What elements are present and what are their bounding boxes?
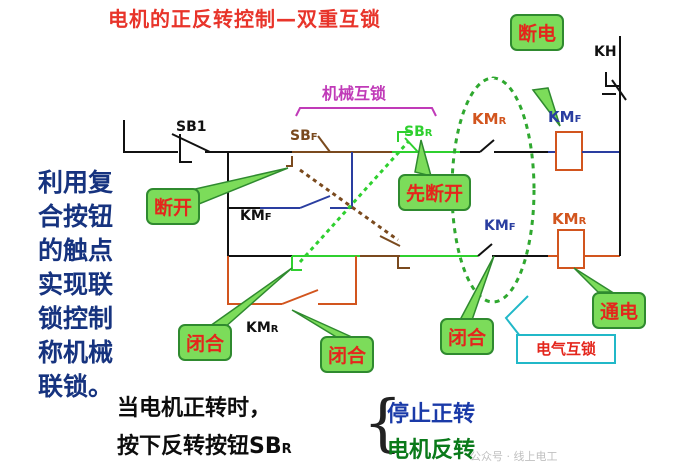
sbf-bottom-actuator	[397, 256, 410, 269]
label-kmr-top-sub: R	[498, 116, 507, 127]
callout-tongdian: 通电	[592, 292, 647, 329]
callout-duankai: 断开	[146, 188, 201, 225]
mech-link-sbf	[299, 168, 399, 242]
label-kmr-top: KMR	[472, 110, 506, 128]
result-stop-forward: 停止正转	[387, 402, 476, 427]
label-sbf: SBF	[290, 128, 318, 144]
side-line: 利用复	[38, 168, 114, 197]
pointer-bihe-right	[458, 255, 495, 321]
side-line: 的触点	[38, 236, 114, 265]
label-sbr: SBR	[404, 124, 432, 140]
label-kmf-coil: KMF	[548, 108, 581, 126]
kh-symbol	[605, 72, 620, 87]
label-kmr-coil: KMR	[552, 210, 586, 228]
watermark: 公众号 · 线上电工	[470, 450, 558, 463]
label-sb1: SB1	[176, 119, 207, 135]
side-line: 合按钮	[38, 202, 114, 231]
pointer-tongdian	[573, 267, 615, 293]
label-sbf-main: SB	[290, 128, 311, 144]
callout-duandian: 断电	[510, 14, 565, 51]
callout-bihe-left: 闭合	[178, 324, 233, 361]
side-line: 锁控制	[38, 304, 114, 333]
kmf-coil	[555, 131, 583, 171]
kmf-nc-contact	[477, 243, 493, 257]
sbr-bottom-actuator	[291, 256, 302, 271]
label-kmf-coil-sub: F	[574, 114, 582, 125]
kmf-hold-contact	[299, 195, 331, 209]
pointer-duandian	[531, 87, 561, 127]
mech-link-sbr	[298, 140, 410, 264]
callout-bihe-mid: 闭合	[320, 336, 375, 373]
sbr-top-contact	[404, 137, 419, 153]
sb1-actuator	[179, 134, 192, 163]
sbf-switch	[317, 135, 331, 153]
label-kmr-coil-sub: R	[578, 216, 587, 227]
callout-bihe-right: 闭合	[440, 318, 495, 355]
label-sbr-sub: R	[424, 128, 433, 139]
pointer-xianduankai	[414, 139, 433, 178]
explanation-line2: 按下反转按钮SBR	[117, 428, 292, 460]
label-kmr-coil-main: KM	[552, 210, 579, 228]
label-kmr-top-main: KM	[472, 110, 499, 128]
wire-kmr-branch	[227, 256, 282, 305]
sbf-actuator	[286, 156, 293, 167]
side-line: 联锁。	[38, 372, 114, 401]
label-kmf-mid: KMF	[484, 218, 516, 234]
pointer-bihe-mid	[291, 309, 355, 339]
sbf-bottom-contact	[379, 235, 401, 247]
label-mechanical-interlock: 机械互锁	[322, 84, 387, 103]
wire-left-rail	[227, 152, 292, 257]
pointer-elec-interlock	[504, 295, 529, 337]
explanation-line2-text: 按下反转按钮SB	[117, 434, 282, 459]
kmr-hold-right	[318, 256, 357, 305]
side-line: 实现联	[38, 270, 114, 299]
label-electrical-interlock: 电气互锁	[516, 334, 616, 364]
result-reverse: 电机反转	[387, 438, 476, 463]
label-kh: KH	[594, 44, 617, 60]
side-explanation: 利用复 合按钮 的触点 实现联 锁控制 称机械 联锁。	[38, 166, 150, 404]
label-kmr-bottom-main: KM	[246, 320, 271, 336]
label-kmf-mid-sub: F	[508, 222, 516, 233]
mech-brace	[295, 107, 437, 117]
sbr-top-actuator	[397, 131, 412, 142]
explanation-line2-sub: R	[281, 442, 292, 457]
callout-xian-duankai: 先断开	[398, 174, 472, 211]
kh-contact	[611, 79, 627, 101]
page-title: 电机的正反转控制—双重互锁	[108, 7, 381, 31]
label-sbf-sub: F	[310, 132, 318, 143]
kmr-nc-contact	[479, 139, 495, 153]
result-brace: {	[363, 386, 403, 459]
label-kmf-left-sub: F	[264, 212, 272, 223]
label-kmr-bottom: KMR	[246, 320, 278, 336]
label-kmf-mid-main: KM	[484, 218, 509, 234]
label-kmr-bottom-sub: R	[270, 324, 279, 335]
side-line: 称机械	[38, 338, 114, 367]
pointer-bihe-left	[208, 267, 293, 329]
label-kmf-coil-main: KM	[548, 108, 575, 126]
wire-kmf-branch	[227, 152, 260, 209]
label-kmf-left: KMF	[240, 208, 272, 224]
wire-sb1-left	[123, 120, 178, 153]
explanation-line1: 当电机正转时，	[117, 396, 272, 421]
kmr-hold-contact	[281, 289, 319, 305]
sb1-contact	[171, 133, 211, 153]
label-sbr-main: SB	[404, 124, 425, 140]
kmr-coil	[557, 229, 585, 269]
label-kmf-left-main: KM	[240, 208, 265, 224]
